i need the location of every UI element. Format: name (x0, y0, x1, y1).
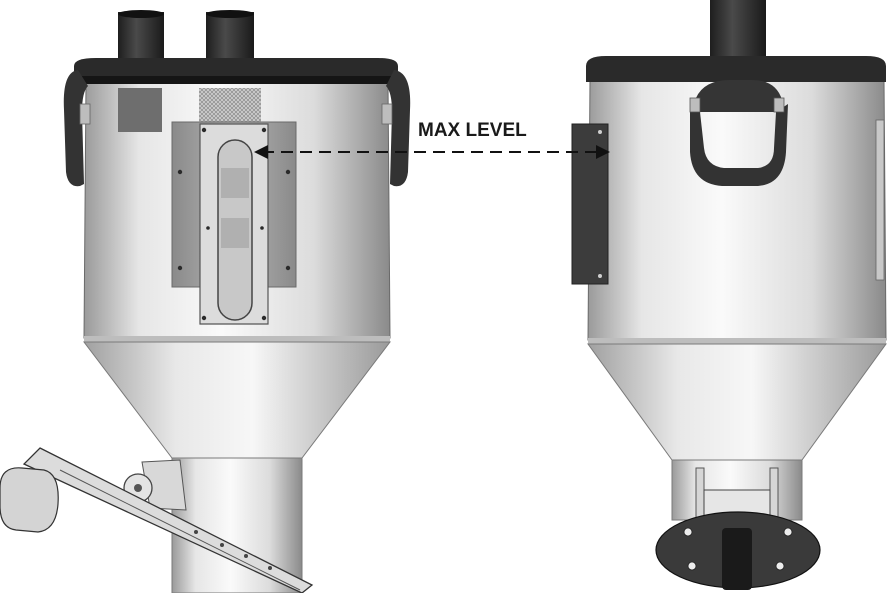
sight-glass-shade (221, 218, 249, 248)
side-flange-bolts (683, 527, 793, 571)
hopper-cone (82, 341, 392, 459)
side-flange-slot (722, 528, 752, 590)
side-hopper-body (587, 79, 887, 341)
handle-right (386, 70, 411, 187)
plate-screws (177, 127, 291, 321)
lid-band (72, 76, 400, 84)
side-handle-clip-right (773, 97, 785, 113)
max-level-callout: MAX LEVEL (254, 120, 610, 159)
max-level-label: MAX LEVEL (418, 120, 527, 141)
side-hopper-lid (586, 56, 886, 82)
side-body-seam (588, 338, 886, 344)
hopper-lid (74, 58, 398, 80)
handle-right-clip (381, 103, 393, 125)
max-level-arrowhead-right (596, 145, 610, 159)
side-sight-window (571, 123, 609, 285)
side-hopper-cone (587, 343, 887, 461)
chute-pivot-bolt (134, 484, 142, 492)
handle-left (63, 70, 88, 187)
side-edge-bracket (875, 119, 885, 281)
filter-mesh (199, 88, 261, 128)
inlet-pipe-left-rim (118, 10, 164, 18)
front-view (0, 10, 411, 593)
chute-edge (59, 469, 301, 591)
side-view (571, 0, 887, 590)
max-level-arrowhead-left (254, 145, 268, 159)
side-sight-screws (598, 130, 602, 278)
body-seam (84, 336, 390, 342)
discharge-chute (22, 447, 314, 593)
inlet-pipe-right-rim (206, 10, 254, 18)
inner-tube (118, 88, 162, 132)
sight-glass-shade (221, 168, 249, 198)
chute-end-cap (0, 467, 59, 533)
side-handle-clip-left (689, 97, 701, 113)
chute-bolts (194, 530, 272, 570)
handle-left-clip (79, 103, 91, 125)
side-handle-loop (690, 104, 788, 186)
side-handle-top (696, 80, 782, 112)
